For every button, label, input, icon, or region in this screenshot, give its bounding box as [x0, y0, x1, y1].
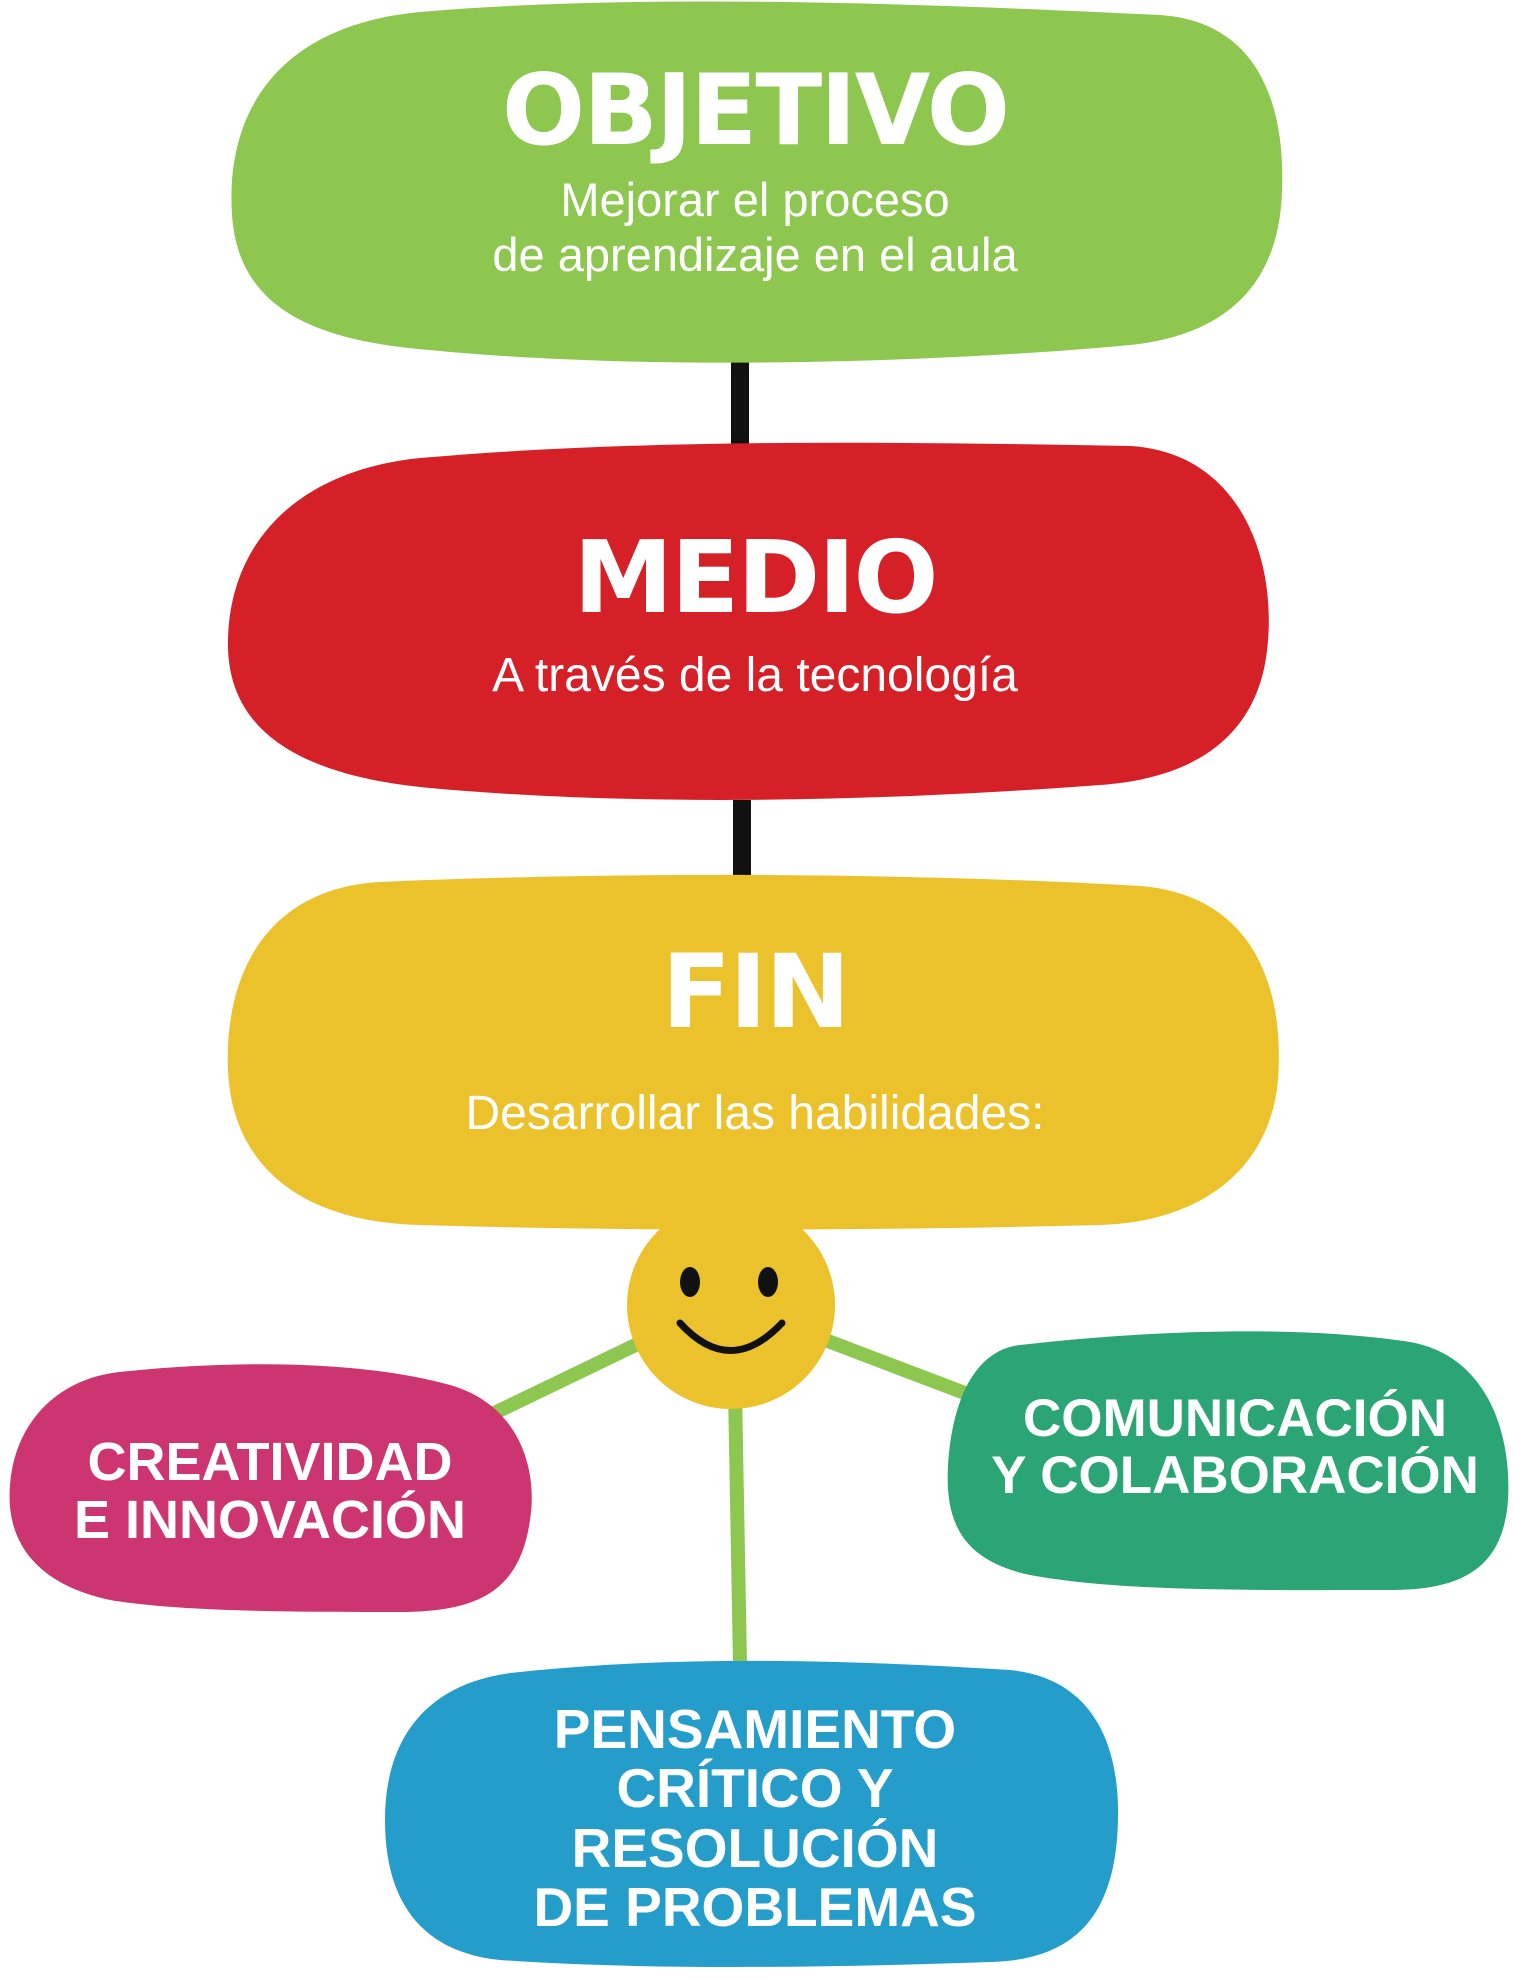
- pensamiento-blob: [385, 1660, 1119, 1967]
- fin-blob: [227, 874, 1279, 1230]
- pensamiento-line: RESOLUCIÓN: [571, 1816, 939, 1879]
- pensamiento-line: PENSAMIENTO: [553, 1698, 957, 1760]
- objetivo-blob: [231, 1, 1283, 363]
- connector-fin-comunicacion: [817, 1331, 973, 1402]
- medio-description: A través de la tecnología: [330, 648, 1180, 705]
- medio-text: MEDIO A través de la tecnología: [330, 528, 1180, 705]
- fin-title: FIN: [661, 933, 851, 1052]
- smiley-right-eye: [758, 1267, 778, 1297]
- fin-text: FIN Desarrollar las habilidades:: [330, 942, 1180, 1143]
- objetivo-line: Mejorar el proceso: [560, 173, 950, 226]
- comunicacion-line: COMUNICACIÓN: [1023, 1389, 1447, 1448]
- smiley-face-icon: [627, 1201, 835, 1409]
- fin-description: Desarrollar las habilidades:: [330, 1086, 1180, 1143]
- pensamiento-line: DE PROBLEMAS: [533, 1876, 977, 1939]
- objetivo-text: OBJETIVO Mejorar el proceso de aprendiza…: [330, 62, 1180, 283]
- connector-fin-pensamiento: [728, 1389, 747, 1666]
- smiley-left-eye: [680, 1267, 700, 1297]
- objetivo-title: OBJETIVO: [501, 54, 1010, 168]
- medio-line: A través de la tecnología: [492, 649, 1018, 702]
- smiley-mouth: [676, 1319, 786, 1354]
- creatividad-line: E INNOVACIÓN: [73, 1490, 467, 1551]
- fin-line: Desarrollar las habilidades:: [465, 1087, 1045, 1140]
- comunicacion-blob: [947, 1331, 1509, 1591]
- creatividad-line: CREATIVIDAD: [87, 1432, 453, 1492]
- objetivo-description: Mejorar el proceso de aprendizaje en el …: [330, 172, 1180, 283]
- creatividad-blob: [9, 1364, 532, 1612]
- comunicacion-text: COMUNICACIÓN Y COLABORACIÓN: [965, 1389, 1505, 1506]
- pensamiento-text: PENSAMIENTO CRÍTICO Y RESOLUCIÓN DE PROB…: [420, 1698, 1090, 1939]
- creatividad-text: CREATIVIDAD E INNOVACIÓN: [30, 1433, 510, 1550]
- medio-title: MEDIO: [573, 519, 938, 636]
- comunicacion-line: Y COLABORACIÓN: [991, 1446, 1479, 1506]
- smiley-head: [627, 1201, 835, 1409]
- pensamiento-line: CRÍTICO Y: [616, 1757, 894, 1820]
- connector-fin-creatividad: [476, 1331, 654, 1427]
- medio-blob: [227, 442, 1269, 800]
- objetivo-line: de aprendizaje en el aula: [492, 228, 1018, 282]
